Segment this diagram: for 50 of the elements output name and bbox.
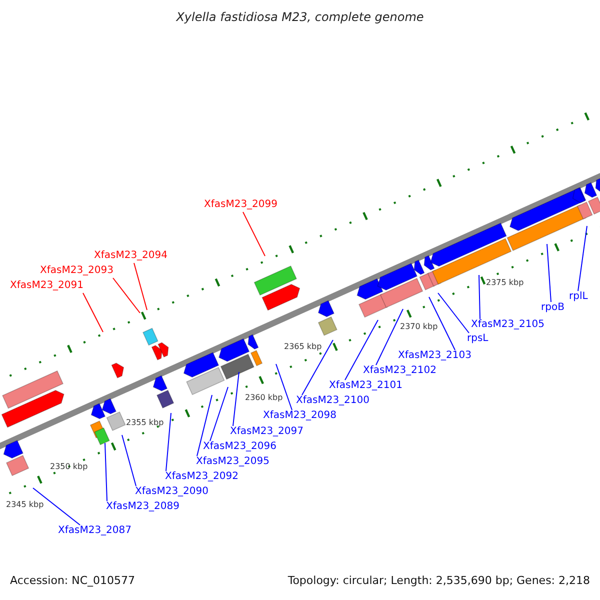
gene-label: XfasM23_2094 xyxy=(94,250,168,262)
gene-label: XfasM23_2105 xyxy=(471,319,545,331)
leader-line xyxy=(546,244,552,302)
gene-label: XfasM23_2101 xyxy=(329,380,403,392)
gene-label: XfasM23_2100 xyxy=(296,395,370,407)
leader-line xyxy=(166,412,172,472)
gene-label: rpsL xyxy=(467,333,488,345)
leader-line xyxy=(232,372,240,426)
position-label: 2345 kbp xyxy=(6,500,44,510)
leader-line xyxy=(122,434,136,486)
gene-label: XfasM23_2087 xyxy=(58,525,132,537)
gene-label: XfasM23_2098 xyxy=(263,410,337,422)
gene-label: XfasM23_2097 xyxy=(230,426,304,438)
leader-line xyxy=(210,386,228,442)
gene-label: rpoB xyxy=(541,302,564,314)
position-label: 2355 kbp xyxy=(126,418,164,428)
leader-line xyxy=(478,274,480,320)
leader-line xyxy=(376,308,404,366)
position-label: 2350 kbp xyxy=(50,462,88,472)
leader-line xyxy=(104,442,108,502)
position-label: 2360 kbp xyxy=(245,393,283,403)
gene-label: XfasM23_2090 xyxy=(135,486,209,498)
genome-summary: Topology: circular; Length: 2,535,690 bp; Genes: 2,218 xyxy=(288,574,590,588)
gene-label: XfasM23_2092 xyxy=(165,471,239,483)
leader-line xyxy=(276,364,292,410)
position-label: 2375 kbp xyxy=(486,278,524,288)
leader-line xyxy=(302,340,334,396)
gene-label: rplL xyxy=(569,291,588,303)
leader-line xyxy=(196,394,212,456)
leader-line xyxy=(578,226,588,292)
position-label: 2370 kbp xyxy=(400,322,438,332)
gene-label: XfasM23_2099 xyxy=(204,199,278,211)
leader-line xyxy=(82,292,104,332)
gene-label: XfasM23_2095 xyxy=(196,456,270,468)
leader-line xyxy=(242,212,266,256)
gene-label: XfasM23_2103 xyxy=(398,350,472,362)
gene-label: XfasM23_2102 xyxy=(363,365,437,377)
gene-label: XfasM23_2093 xyxy=(40,265,114,277)
gene-label: XfasM23_2091 xyxy=(10,280,84,292)
leader-line xyxy=(134,262,148,310)
leader-line xyxy=(32,488,80,526)
diagram-title: Xylella fastidiosa M23, complete genome xyxy=(175,10,425,24)
gene-label: XfasM23_2096 xyxy=(203,441,277,453)
leader-line xyxy=(112,278,140,314)
leader-line xyxy=(428,296,456,350)
leader-line xyxy=(438,292,470,334)
leader-line xyxy=(344,320,378,380)
accession-label: Accession: NC_010577 xyxy=(10,574,136,588)
gene-label: XfasM23_2089 xyxy=(106,501,180,513)
position-label: 2365 kbp xyxy=(284,342,322,352)
